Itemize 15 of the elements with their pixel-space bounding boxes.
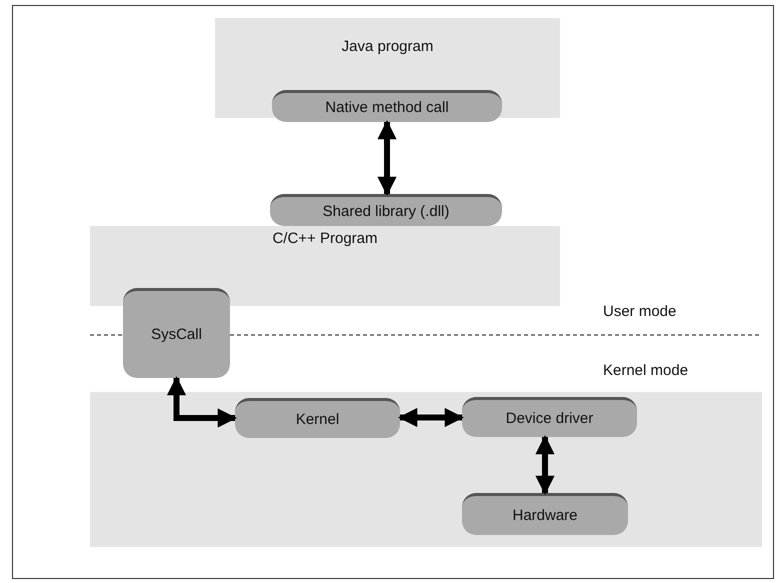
- process-box: Hardware: [462, 493, 628, 535]
- program-band: [90, 226, 560, 306]
- process-box: SysCall: [123, 288, 230, 378]
- process-box: Native method call: [272, 90, 502, 122]
- band-title: Java program: [340, 38, 434, 55]
- mode-label: Kernel mode: [603, 362, 688, 379]
- process-box: Device driver: [462, 397, 637, 437]
- process-box: Kernel: [235, 398, 400, 438]
- double-arrow: [535, 435, 555, 495]
- double-arrow: [166, 376, 237, 428]
- process-box: Shared library (.dll): [270, 194, 502, 226]
- double-arrow: [398, 408, 464, 428]
- double-arrow: [377, 120, 397, 196]
- band-title: C/C++ Program: [271, 230, 379, 247]
- mode-label: User mode: [603, 303, 676, 320]
